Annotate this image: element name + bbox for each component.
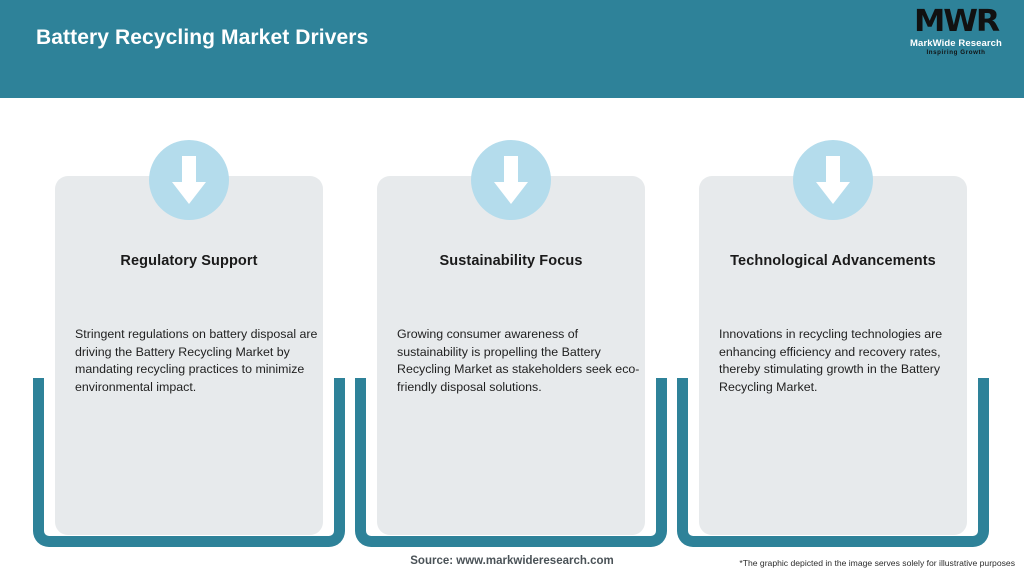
disclaimer-note: *The graphic depicted in the image serve… [739,558,1015,568]
driver-card: Sustainability Focus Growing consumer aw… [355,98,667,547]
card-body-text: Innovations in recycling technologies ar… [719,327,943,394]
card-panel [377,176,645,535]
card-title: Sustainability Focus [439,253,583,269]
card-title: Regulatory Support [120,253,258,269]
driver-cards-container: Regulatory Support Stringent regulations… [0,98,1024,547]
page-header: Battery Recycling Market Drivers MWR Mar… [0,0,1024,98]
card-panel [55,176,323,535]
card-panel [699,176,967,535]
logo-company-name: MarkWide Research [910,38,1002,49]
page-title: Battery Recycling Market Drivers [36,26,369,49]
down-arrow-icon [149,140,229,220]
logo-tagline: Inspiring Growth [926,49,986,56]
logo-monogram: MWR [913,4,1000,39]
card-title: Technological Advancements [730,253,936,269]
down-arrow-icon [471,140,551,220]
card-bracket-accent [355,378,667,547]
brand-logo: MWR MarkWide Research Inspiring Growth [904,6,1008,64]
card-bracket-accent [33,378,345,547]
source-label: Source: www.markwideresearch.com [410,555,614,567]
card-body-text: Growing consumer awareness of sustainabi… [397,327,640,394]
down-arrow-icon [793,140,873,220]
card-bracket-accent [677,378,989,547]
driver-card: Regulatory Support Stringent regulations… [33,98,345,547]
driver-card: Technological Advancements Innovations i… [677,98,989,547]
card-body-text: Stringent regulations on battery disposa… [75,327,318,394]
